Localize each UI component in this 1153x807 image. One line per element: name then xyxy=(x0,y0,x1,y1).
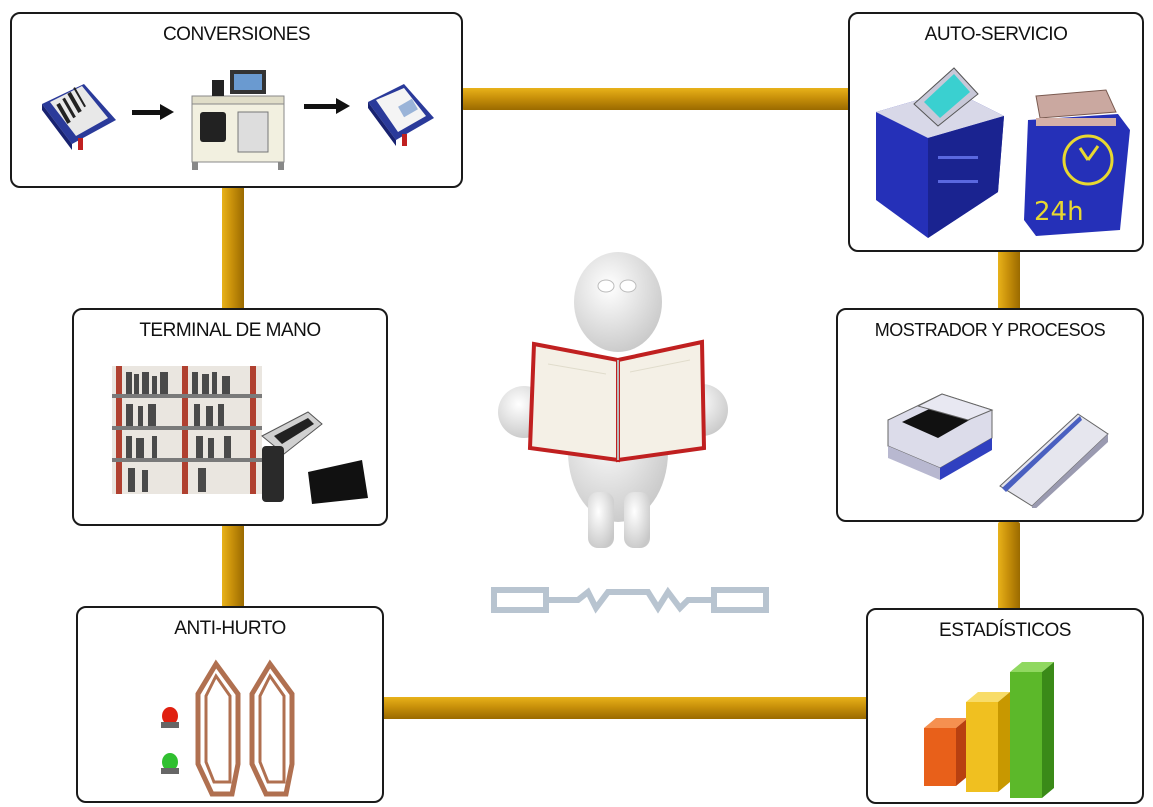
module-title: ANTI-HURTO xyxy=(174,618,286,639)
module-conversions[interactable]: CONVERSIONES xyxy=(10,12,463,188)
arrow-right-icon xyxy=(304,98,350,114)
bar-yellow-icon xyxy=(966,692,1010,792)
module-anti-theft[interactable]: ANTI-HURTO xyxy=(76,606,384,803)
hours-badge: 24h xyxy=(1034,197,1084,227)
antenna-pad-icon xyxy=(999,413,1109,508)
connector-bottom xyxy=(382,697,868,719)
conversion-flow-illustration xyxy=(42,70,434,170)
arrow-right-icon xyxy=(132,104,174,120)
alarm-light-red-icon xyxy=(161,707,179,728)
rfid-tag-icon xyxy=(491,586,769,614)
barcode-book-icon xyxy=(42,84,116,150)
book-return-box-icon: 24h xyxy=(1024,89,1130,236)
tagged-book-icon xyxy=(368,84,434,146)
module-title: MOSTRADOR Y PROCESOS xyxy=(874,320,1106,340)
alarm-light-green-icon xyxy=(161,753,179,774)
connector-right-lower xyxy=(998,522,1020,612)
counter-illustration xyxy=(887,393,1109,508)
handheld-terminal-illustration xyxy=(112,366,368,504)
mascot-reading-book-illustration xyxy=(498,252,728,548)
bar-green-icon xyxy=(1010,662,1054,798)
module-title: ESTADÍSTICOS xyxy=(939,620,1071,641)
module-statistics[interactable]: ESTADÍSTICOS xyxy=(866,608,1144,804)
module-handheld-terminal[interactable]: TERMINAL DE MANO xyxy=(72,308,388,526)
anti-theft-illustration xyxy=(161,659,295,797)
counter-reader-icon xyxy=(887,393,994,480)
conversion-station-icon xyxy=(191,70,285,170)
self-checkout-kiosk-icon xyxy=(876,67,1004,238)
open-book-icon xyxy=(527,339,707,463)
handheld-reader-icon xyxy=(261,411,368,504)
connector-left-lower xyxy=(222,524,244,610)
bookshelf-icon xyxy=(112,366,262,494)
module-title: TERMINAL DE MANO xyxy=(139,320,321,341)
module-self-service[interactable]: AUTO-SERVICIO 24h xyxy=(848,12,1144,252)
connector-left-upper xyxy=(222,186,244,310)
module-title: CONVERSIONES xyxy=(162,24,311,45)
connector-top xyxy=(462,88,850,110)
statistics-illustration xyxy=(924,662,1054,798)
self-service-illustration: 24h xyxy=(876,67,1130,238)
module-title: AUTO-SERVICIO xyxy=(924,24,1068,45)
connector-right-upper xyxy=(998,250,1020,312)
bar-orange-icon xyxy=(924,718,968,786)
security-gate-icon xyxy=(195,659,295,797)
module-counter-processes[interactable]: MOSTRADOR Y PROCESOS xyxy=(836,308,1144,522)
